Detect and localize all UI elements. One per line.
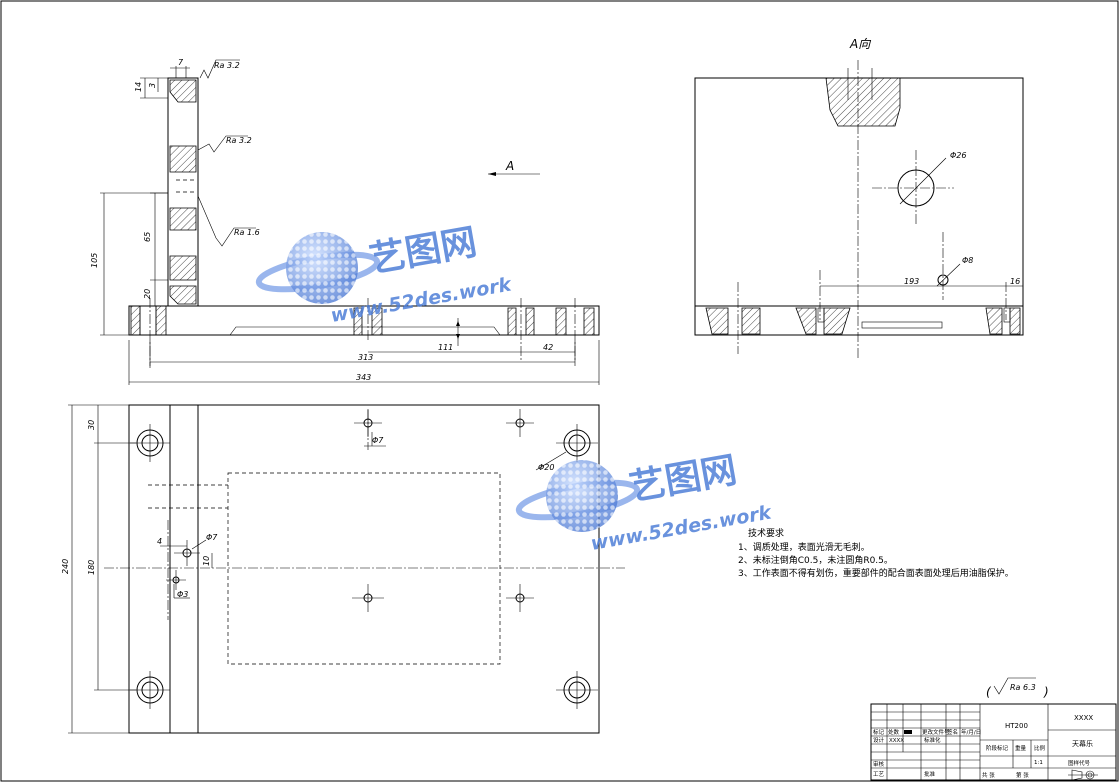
tb-biaozhunhua: 标准化 [924, 736, 941, 744]
dim-111: 111 [438, 343, 453, 352]
side-view-a: A向 Φ26 Φ8 193 16 [694, 37, 1024, 360]
dim-65: 65 [143, 232, 152, 242]
tb-biaoji: 标记 [873, 728, 885, 736]
svg-text:(: ( [986, 685, 992, 699]
roughness-general: Ra 6.3 [1010, 683, 1036, 692]
dim-dia7-left: Φ7 [206, 533, 218, 542]
tech-req-title: 技术要求 [748, 527, 784, 539]
dim-dia3: Φ3 [177, 590, 188, 599]
tb-nianyueri: 年/月/日 [961, 728, 981, 736]
dim-14: 14 [134, 82, 143, 92]
tb-bili: 比例 [1034, 744, 1046, 752]
small-holes [166, 409, 534, 612]
tb-zhongliang: 重量 [1015, 744, 1027, 752]
base-hole-3 [507, 307, 535, 336]
top-view: 240 180 30 Φ7 Φ20 Φ7 4 10 Φ3 [61, 404, 625, 734]
dim-240: 240 [61, 559, 70, 574]
base-hole-2 [353, 307, 383, 336]
watermark-1: 艺图网 www.52des.work [255, 222, 514, 327]
view-a-label: A向 [849, 37, 871, 51]
roughness-3: Ra 1.6 [234, 228, 260, 237]
dim-180: 180 [87, 560, 96, 575]
dim-dia26: Φ26 [950, 151, 966, 160]
technical-requirements: 技术要求 1、调质处理，表面光滑无毛刺。 2、未标注倒角C0.5，未注圆角R0.… [738, 527, 1014, 579]
title-block: 标记 处数 更改文件号 签名 年/月/日 设计 XXXX 标准化 审核 工艺 批… [870, 703, 1117, 781]
tb-gengaiwenjianhao: 更改文件号 [922, 728, 950, 736]
tb-dizhang: 第 张 [1016, 771, 1029, 779]
corner-hole-br [556, 671, 598, 709]
dim-dia7-top: Φ7 [372, 436, 384, 445]
tb-gongyi: 工艺 [873, 771, 885, 778]
dim-42: 42 [543, 343, 553, 352]
watermark-2: 艺图网 www.52des.work [515, 450, 774, 555]
projection-symbol-icon [1068, 769, 1098, 781]
corner-hole-tl [130, 424, 170, 462]
dim-343: 343 [356, 373, 371, 382]
corner-hole-bl [130, 671, 170, 709]
tb-sheji: 设计 [873, 736, 885, 744]
tb-shenhe: 审核 [873, 760, 885, 768]
dim-30: 30 [87, 420, 96, 430]
tb-qianming: 签名 [947, 728, 958, 736]
tb-material: HT200 [1005, 722, 1028, 730]
tb-xxxx: XXXX [889, 738, 904, 744]
tb-pizhun: 批准 [924, 770, 936, 778]
base-hole-4 [555, 307, 595, 336]
watermark-en-1: www.52des.work [329, 273, 514, 327]
dim-105: 105 [90, 253, 99, 268]
dim-193: 193 [904, 277, 919, 286]
dim-20: 20 [143, 289, 152, 299]
tb-scale: 1:1 [1034, 760, 1043, 766]
tb-tuyangdaihao: 图样代号 [1068, 759, 1091, 767]
dim-dia20: Φ20 [538, 463, 554, 472]
tb-chushu: 处数 [888, 728, 900, 736]
svg-text:): ) [1043, 685, 1049, 699]
base-hole-1 [130, 305, 167, 336]
dim-16: 16 [1010, 277, 1020, 286]
dim-dia8: Φ8 [962, 256, 973, 265]
view-arrow-a: A [505, 159, 514, 173]
tb-drawing-name: XXXX [1074, 714, 1093, 722]
watermark-cn-1: 艺图网 [366, 222, 479, 281]
dim-10: 10 [202, 556, 211, 566]
tb-company: 天幕乐 [1072, 739, 1093, 748]
dim-313: 313 [358, 353, 373, 362]
tb-gongzhang: 共 张 [982, 771, 995, 779]
tech-req-line3: 3、工作表面不得有划伤，重要部件的配合面表面处理后用油脂保护。 [738, 567, 1014, 579]
dim-3: 3 [148, 83, 157, 88]
dim-4: 4 [157, 537, 162, 546]
general-roughness: ( Ra 6.3 ) [986, 677, 1049, 699]
roughness-1: Ra 3.2 [214, 61, 240, 70]
tech-req-line2: 2、未标注倒角C0.5，未注圆角R0.5。 [738, 554, 893, 566]
corner-hole-tr [556, 424, 598, 462]
roughness-2: Ra 3.2 [226, 136, 252, 145]
tech-req-line1: 1、调质处理，表面光滑无毛刺。 [738, 541, 870, 553]
tb-jieduanbiaoji: 阶段标记 [986, 744, 1009, 752]
front-section-view: 105 65 20 14 3 7 Ra 3.2 Ra 3.2 Ra 1.6 31… [90, 58, 600, 385]
watermark-cn-2: 艺图网 [626, 450, 739, 509]
dim-7: 7 [178, 58, 184, 67]
